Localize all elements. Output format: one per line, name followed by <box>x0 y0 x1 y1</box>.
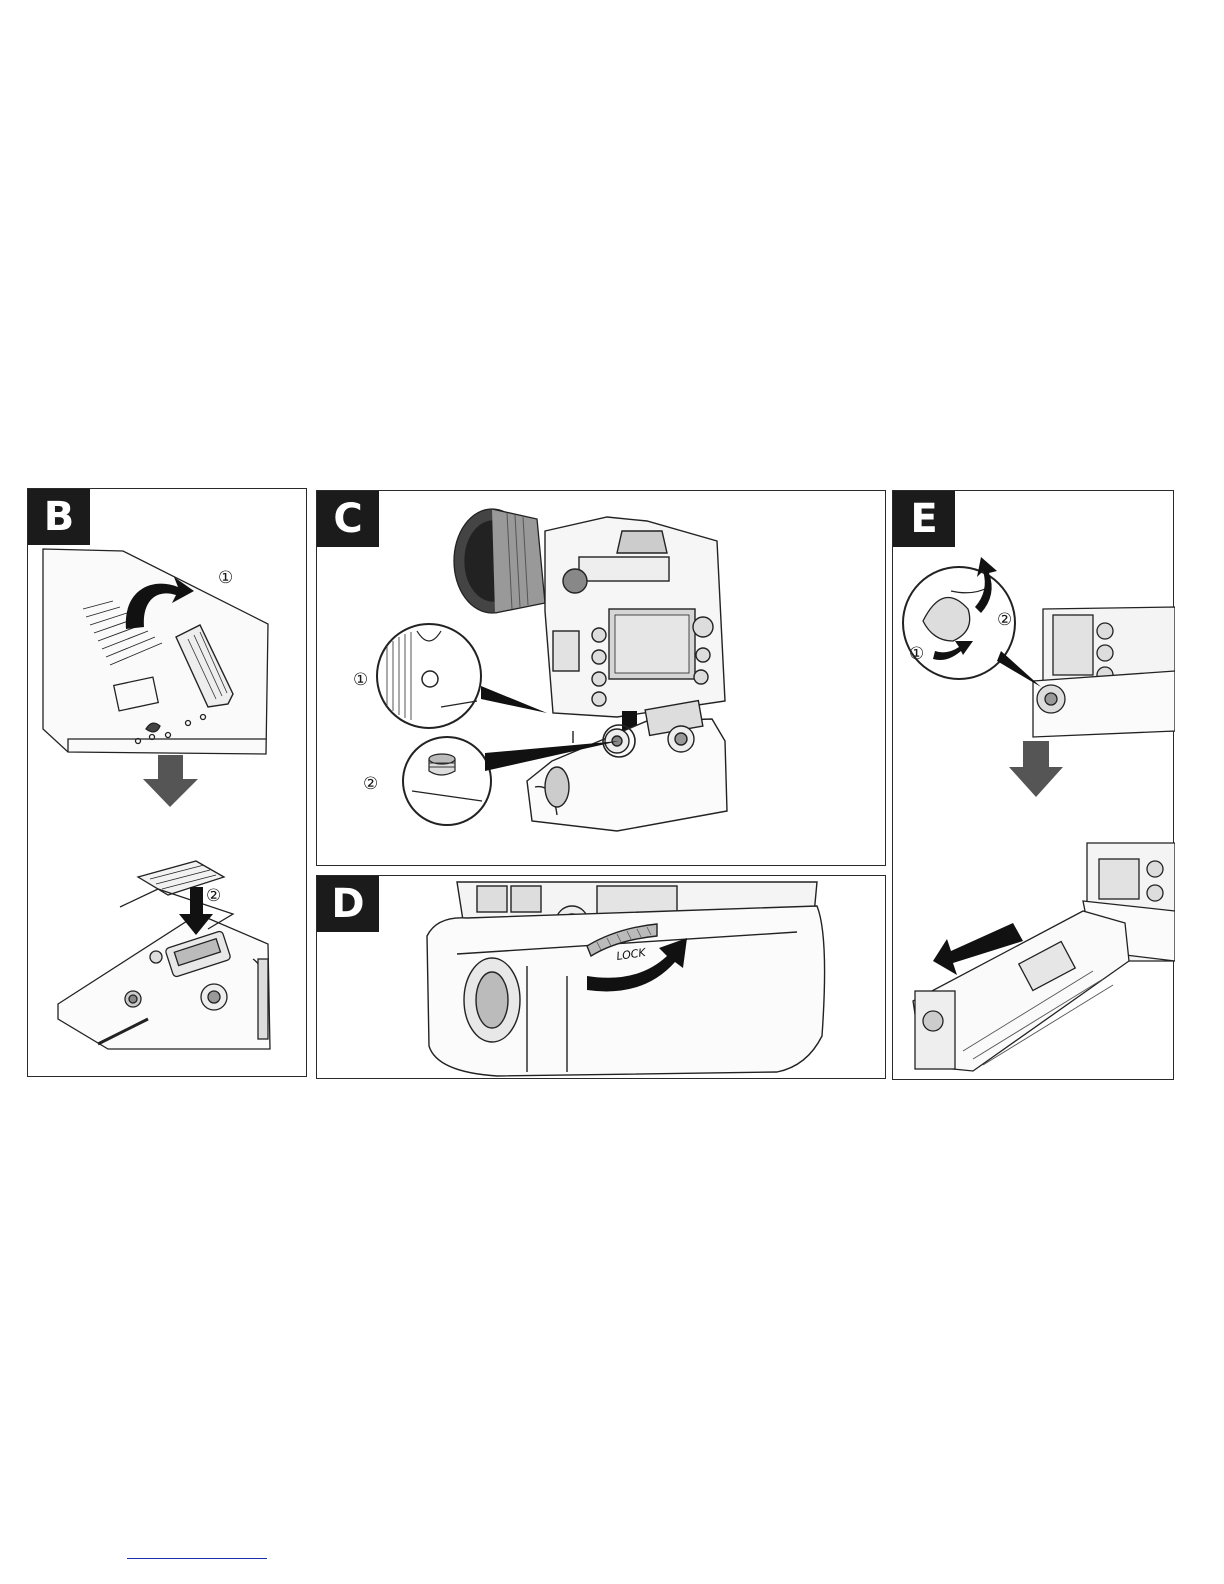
callout-c1: ① <box>353 670 368 690</box>
illustration-d: LOCK <box>317 876 887 1080</box>
panel-c: C <box>316 490 886 866</box>
callout-c2: ② <box>363 774 378 794</box>
illustration-e: ② ① <box>893 491 1175 1081</box>
callout-e2: ② <box>997 610 1012 630</box>
panel-b: B ① <box>27 488 307 1077</box>
panel-e: E ② ① <box>892 490 1174 1080</box>
callout-e1: ① <box>909 644 924 664</box>
illustration-c: ① ② <box>317 491 887 867</box>
footer-rule <box>127 1558 267 1559</box>
callout-b1: ① <box>218 568 233 588</box>
illustration-b: ① ② <box>28 489 308 1078</box>
panel-d: D LOCK <box>316 875 886 1079</box>
callout-b2: ② <box>206 886 221 906</box>
